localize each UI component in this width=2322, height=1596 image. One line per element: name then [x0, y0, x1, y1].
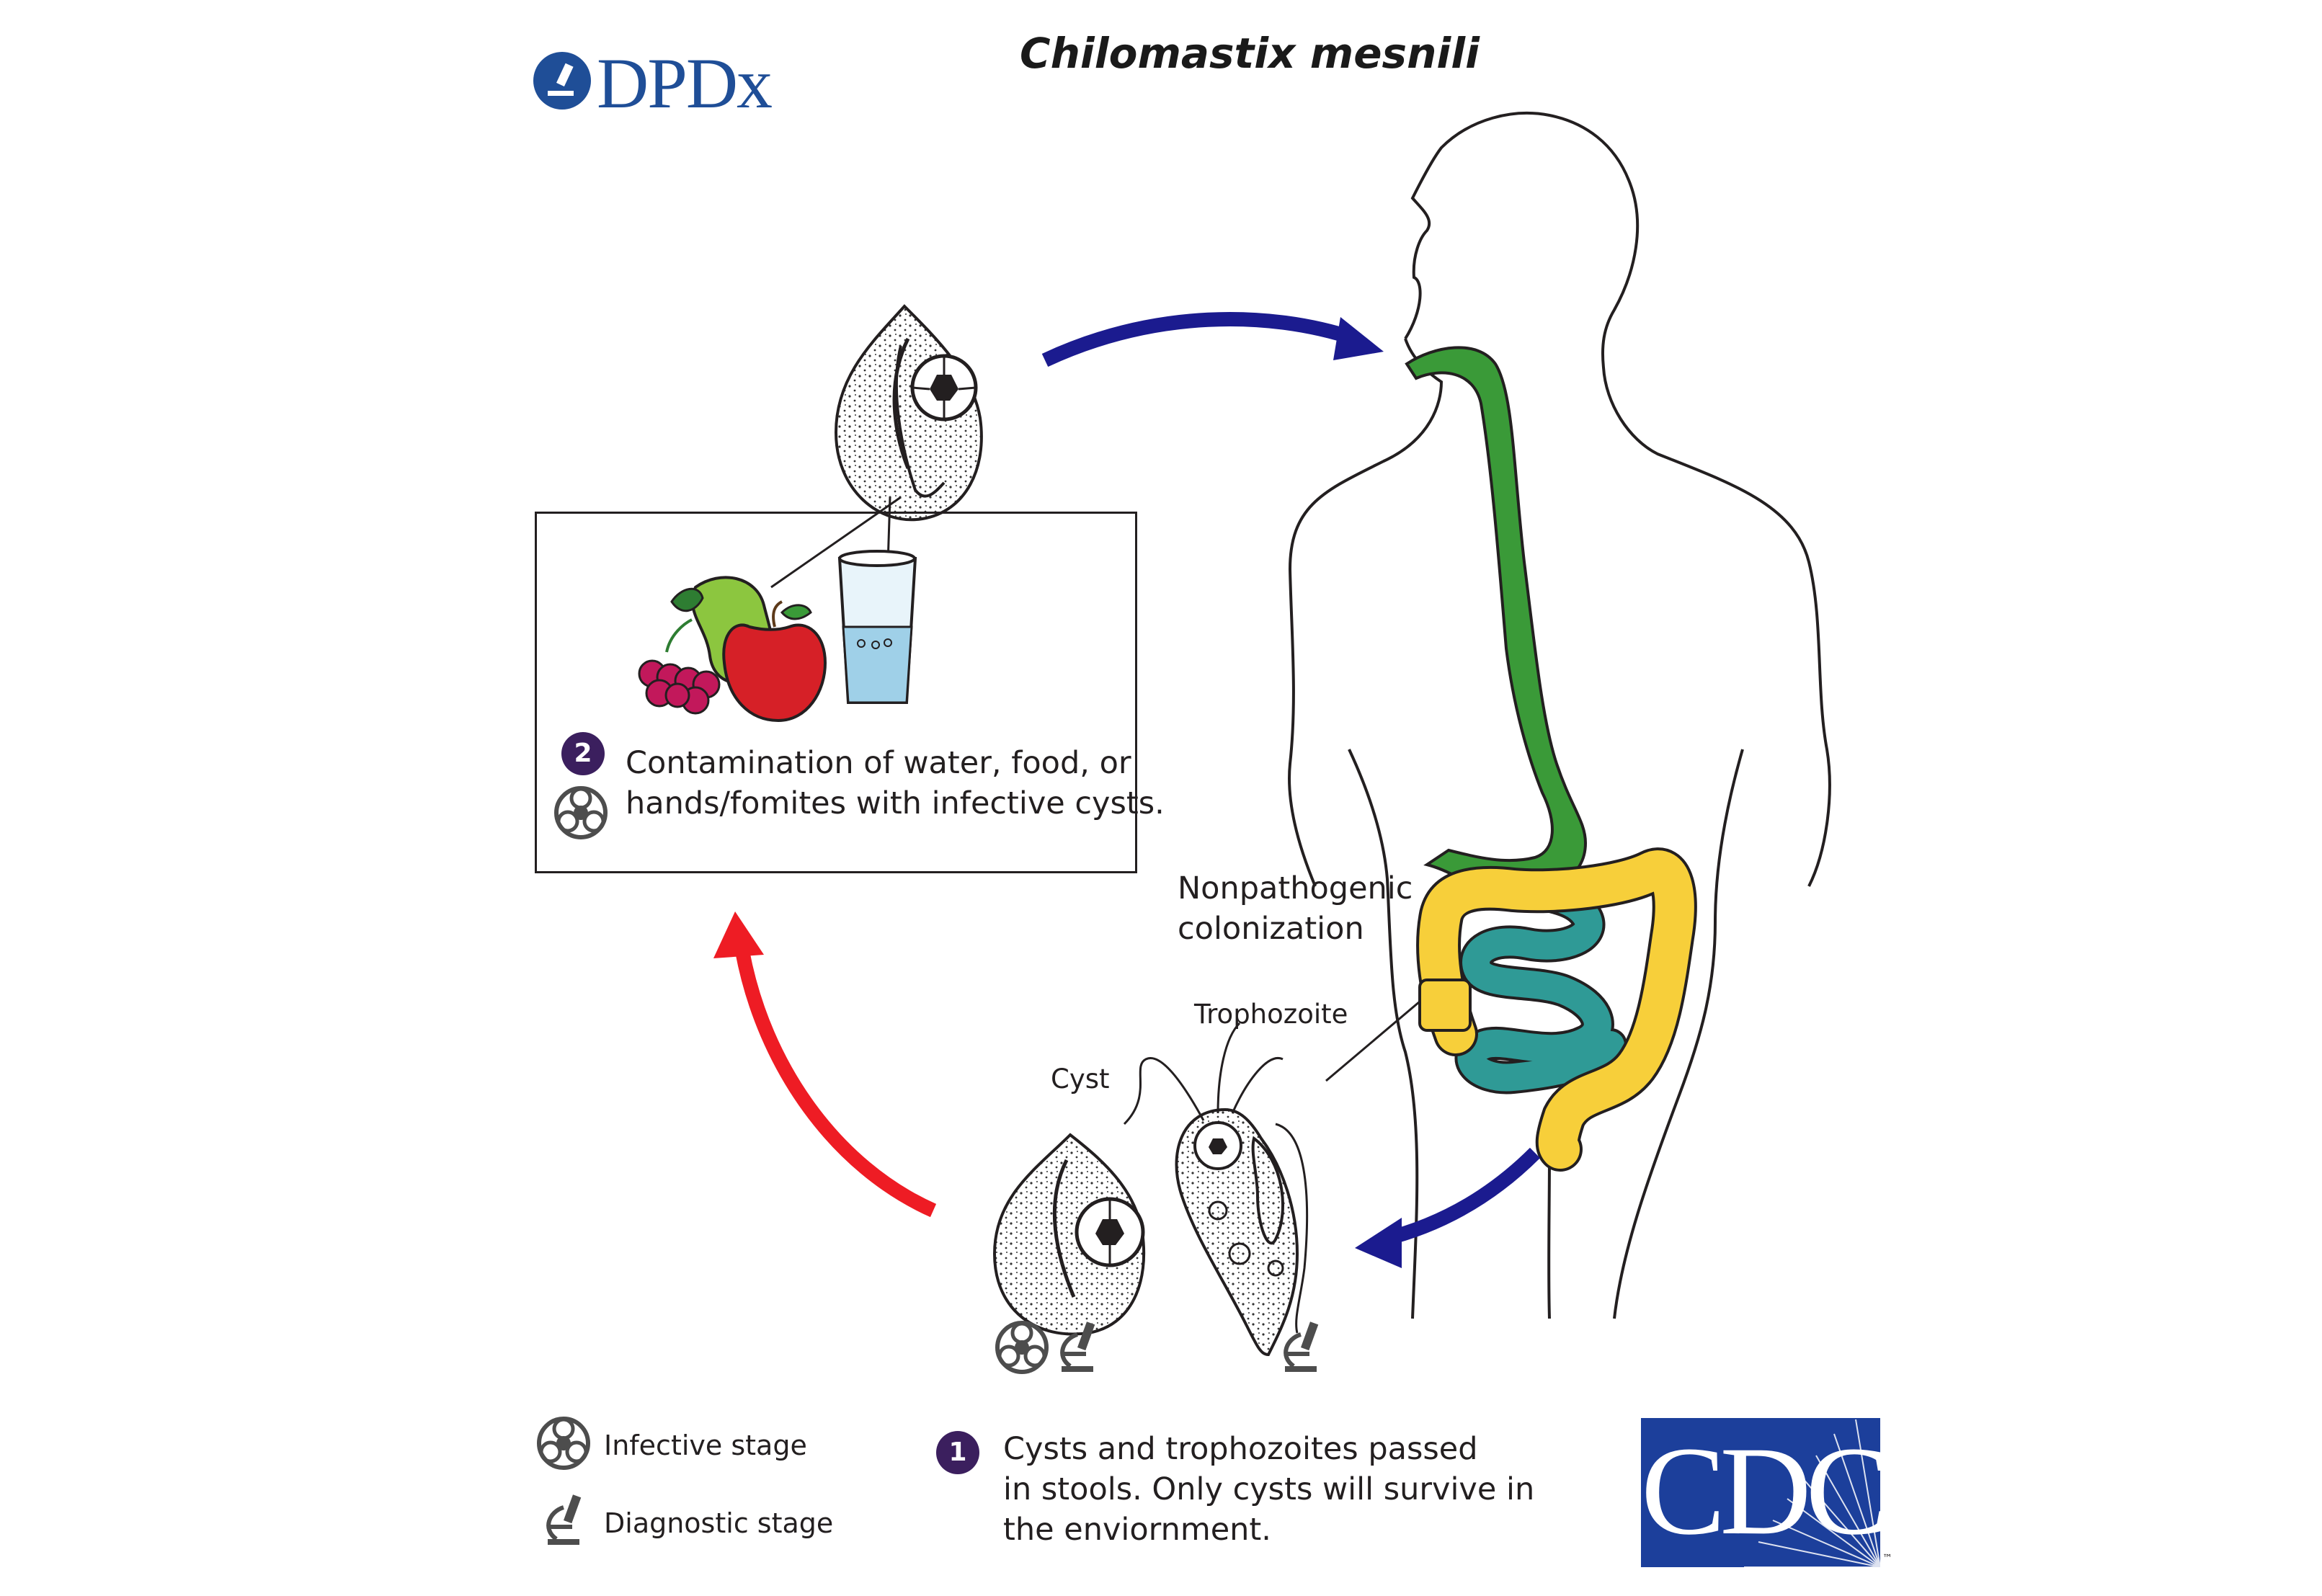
fruit-illustration: [638, 576, 827, 723]
arrow-ingestion-head: [1333, 317, 1384, 360]
step-1-line-2: in stools. Only cysts will survive in: [1003, 1471, 1535, 1507]
arrow-contamination: [735, 950, 937, 1218]
trophozoite-illustration: [1123, 1022, 1309, 1357]
trophozoite-label: Trophozoite: [1194, 999, 1348, 1030]
cyst-illustration: [992, 1133, 1146, 1336]
cdc-logo: CDC: [1641, 1418, 1890, 1567]
water-glass-icon: [837, 550, 917, 704]
contamination-box: [535, 512, 1137, 873]
microscope-icon: [1284, 1321, 1319, 1372]
human-silhouette: [1288, 112, 1831, 1319]
step-2-line-2: hands/fomites with infective cysts.: [626, 785, 1165, 821]
page-title: Chilomastix mesnili: [1020, 29, 1480, 78]
cdc-logo-mark: [1641, 1418, 1881, 1568]
step-2-badge: 2: [561, 732, 605, 775]
legend-microscope-icon: [546, 1494, 582, 1545]
biohazard-icon: [995, 1321, 1049, 1374]
legend-infective-label: Infective stage: [604, 1430, 807, 1461]
dpdx-logo-mark: [533, 52, 591, 110]
cdc-trademark: ™: [1882, 1553, 1892, 1564]
esophagus-stomach: [1405, 346, 1588, 896]
arrow-ingestion: [1041, 312, 1358, 367]
step-1-line-1: Cysts and trophozoites passed: [1003, 1431, 1478, 1467]
dpdx-logo-text: DPDx: [597, 43, 773, 123]
step-1-badge: 1: [936, 1431, 979, 1474]
nonpathogenic-label-line-1: Nonpathogenic: [1178, 870, 1413, 906]
cdc-logo-text: CDC: [1641, 1421, 1890, 1561]
cecum: [1418, 978, 1472, 1032]
legend-diagnostic-label: Diagnostic stage: [604, 1507, 834, 1539]
cyst-illustration-top: [834, 304, 983, 522]
cyst-label: Cyst: [1051, 1064, 1110, 1095]
legend-biohazard-icon: [537, 1417, 590, 1470]
step-1-line-3: the enviornment.: [1003, 1512, 1271, 1548]
arrow-excretion-head: [1355, 1218, 1402, 1268]
nonpathogenic-label-line-2: colonization: [1178, 911, 1364, 947]
microscope-icon: [1060, 1321, 1095, 1372]
arrow-contamination-head: [713, 911, 764, 958]
arrow-excretion: [1382, 1147, 1541, 1247]
biohazard-icon: [554, 786, 608, 839]
step-2-line-1: Contamination of water, food, or: [626, 745, 1131, 781]
